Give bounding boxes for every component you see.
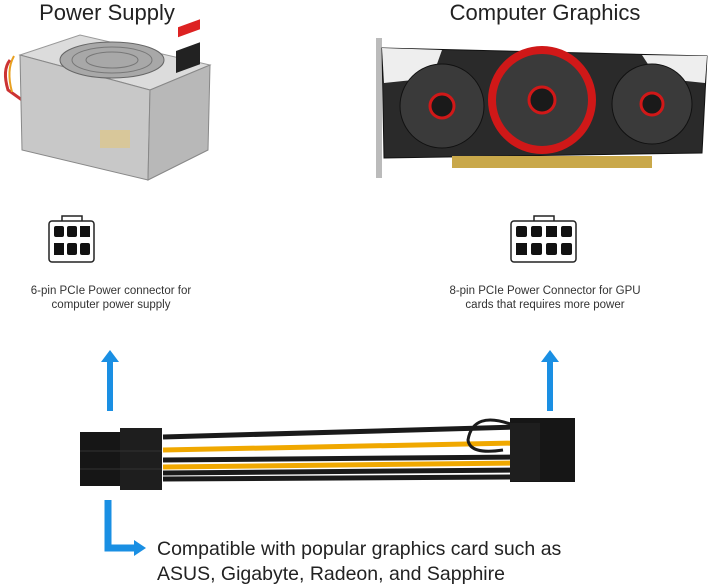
elbow-arrow-icon <box>104 500 146 556</box>
6-pin-connector-icon <box>48 215 95 263</box>
8-pin-caption: 8-pin PCIe Power Connector for GPU cards… <box>430 284 660 312</box>
compatibility-line1: Compatible with popular graphics card su… <box>157 538 562 560</box>
power-supply-title: Power Supply <box>39 0 175 25</box>
8-pin-caption-line2: cards that requires more power <box>465 299 625 311</box>
8-pin-connector-icon <box>510 215 577 263</box>
arrow-up-icon <box>541 350 559 411</box>
8-pin-caption-line1: 8-pin PCIe Power Connector for GPU <box>449 285 641 297</box>
computer-graphics-title: Computer Graphics <box>449 0 641 25</box>
compatibility-note: Compatible with popular graphics card su… <box>157 537 561 587</box>
arrow-up-icon <box>101 350 119 411</box>
power-supply-image <box>3 19 212 181</box>
6-pin-caption-line2: computer power supply <box>51 299 171 311</box>
pcie-adapter-cable-image <box>80 418 575 490</box>
6-pin-caption: 6-pin PCIe Power connector for computer … <box>0 284 222 312</box>
compatibility-line2: ASUS, Gigabyte, Radeon, and Sapphire <box>157 563 505 585</box>
6-pin-caption-line1: 6-pin PCIe Power connector for <box>30 285 192 297</box>
graphics-card-image <box>376 38 708 178</box>
